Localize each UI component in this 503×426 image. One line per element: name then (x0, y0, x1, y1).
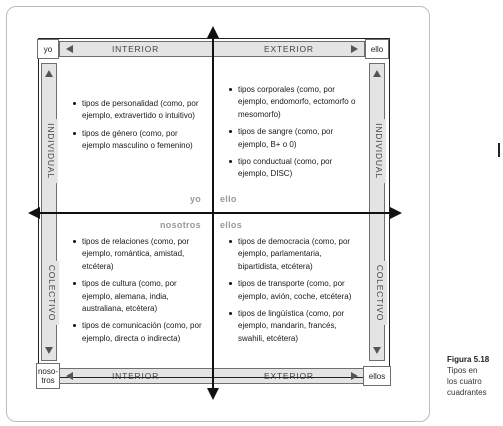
list-item: tipos de género (como, por ejemplo mascu… (72, 128, 202, 153)
bottom-right-arrowhead-icon (351, 372, 358, 380)
list-item: tipos de sangre (como, por ejemplo, B+ o… (228, 126, 363, 151)
quadrant-upper-left: tipos de personalidad (como, por ejemplo… (72, 98, 202, 158)
axis-label-nosotros: nosotros (160, 220, 201, 230)
bottom-interior-label: INTERIOR (108, 369, 164, 383)
list-item: tipos de personalidad (como, por ejemplo… (72, 98, 202, 123)
axis-up-arrow-icon (207, 26, 219, 38)
caption-line: los cuatro (447, 377, 482, 386)
corner-ello: ello (365, 39, 389, 59)
axis-down-arrow-icon (207, 388, 219, 400)
list-item: tipo conductual (como, por ejemplo, DISC… (228, 156, 363, 181)
right-top-arrowhead-icon (373, 70, 381, 77)
list-item: tipos corporales (como, por ejemplo, end… (228, 84, 363, 121)
quadrant-upper-right: tipos corporales (como, por ejemplo, end… (228, 84, 363, 186)
axis-right-arrow-icon (390, 207, 402, 219)
top-interior-label: INTERIOR (108, 42, 164, 56)
top-exterior-label: EXTERIOR (260, 42, 318, 56)
bottom-exterior-label: EXTERIOR (260, 369, 318, 383)
list-item: tipos de relaciones (como, por ejemplo, … (72, 236, 207, 273)
right-bottom-arrowhead-icon (373, 347, 381, 354)
top-left-arrowhead-icon (66, 45, 73, 53)
list-item: tipos de lingüística (como, por ejemplo,… (228, 308, 363, 345)
caption-line: cuadrantes (447, 388, 487, 397)
list-item: tipos de democracia (como, por ejemplo, … (228, 236, 363, 273)
left-top-arrowhead-icon (45, 70, 53, 77)
axis-label-ello: ello (220, 194, 237, 204)
corner-ellos: ellos (363, 366, 391, 386)
list-item: tipos de cultura (como, por ejemplo, ale… (72, 278, 207, 315)
list-item: tipos de transporte (como, por ejemplo, … (228, 278, 363, 303)
axis-left-arrow-icon (28, 207, 40, 219)
margin-marker (498, 143, 500, 157)
top-right-arrowhead-icon (351, 45, 358, 53)
bottom-left-arrowhead-icon (66, 372, 73, 380)
corner-nosotros: noso- tros (36, 363, 60, 389)
figure-caption: Figura 5.18 Tipos en los cuatro cuadrant… (447, 354, 489, 398)
axis-label-ellos: ellos (220, 220, 243, 230)
list-item: tipos de comunicación (como, por ejemplo… (72, 320, 207, 345)
quadrant-lower-left: tipos de relaciones (como, por ejemplo, … (72, 236, 207, 350)
axis-label-yo: yo (190, 194, 202, 204)
figure-number: Figura 5.18 (447, 355, 490, 364)
left-bottom-arrowhead-icon (45, 347, 53, 354)
caption-line: Tipos en (447, 366, 478, 375)
quadrant-lower-right: tipos de democracia (como, por ejemplo, … (228, 236, 363, 350)
corner-yo: yo (37, 39, 59, 59)
